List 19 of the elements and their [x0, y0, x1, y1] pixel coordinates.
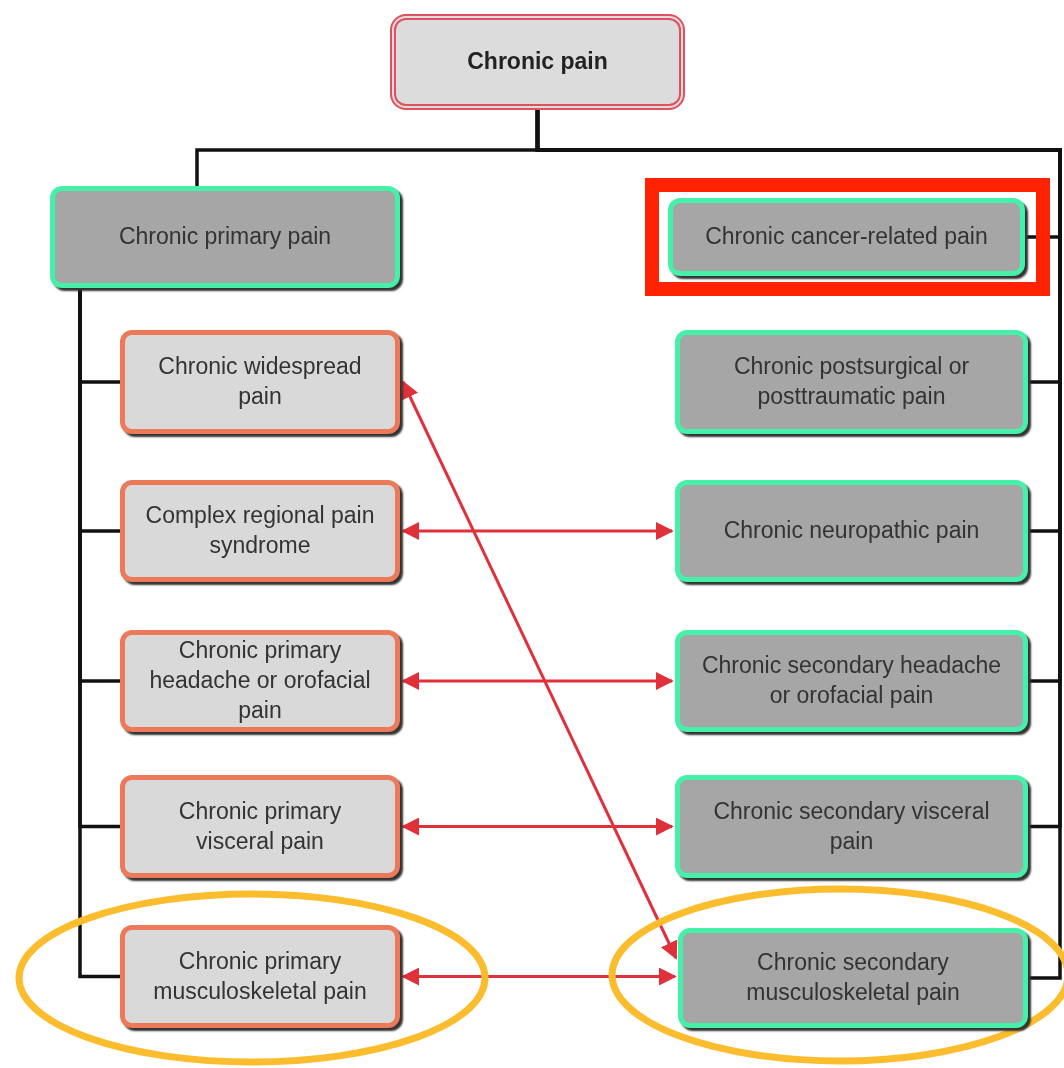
category-box: Chronic primary musculoskeletal pain [120, 925, 400, 1028]
connector-line [535, 110, 1062, 980]
category-box: Complex regional pain syndrome [120, 480, 400, 582]
category-box: Chronic secondary visceral pain [675, 775, 1028, 878]
category-box: Chronic secondary headache or orofacial pain [675, 630, 1028, 732]
category-box: Chronic cancer-related pain [668, 198, 1025, 276]
double-arrow [401, 380, 678, 960]
category-box: Chronic primary headache or orofacial pain [120, 630, 400, 732]
double-arrow [401, 967, 677, 986]
double-arrow [401, 817, 674, 836]
category-box: Chronic widespread pain [120, 330, 400, 434]
double-arrow [401, 672, 674, 690]
category-box: Chronic primary pain [50, 186, 400, 288]
category-box: Chronic postsurgical or posttraumatic pain [675, 330, 1028, 434]
double-arrow [401, 522, 674, 540]
root-box: Chronic pain [390, 14, 685, 110]
category-box: Chronic neuropathic pain [675, 480, 1028, 582]
category-box: Chronic secondary musculoskeletal pain [678, 928, 1028, 1028]
category-box: Chronic primary visceral pain [120, 775, 400, 878]
